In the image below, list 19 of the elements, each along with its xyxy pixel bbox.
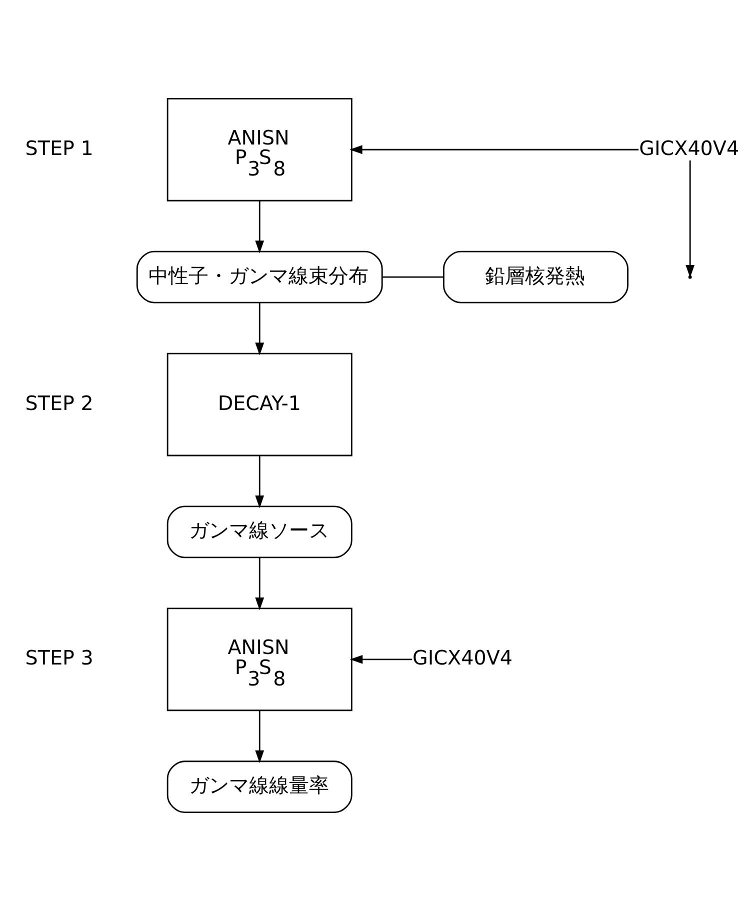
node-box: 鉛層核発熱 bbox=[443, 250, 628, 303]
node-text: GICX40V4 bbox=[412, 646, 513, 670]
arrow bbox=[255, 200, 264, 253]
arrow bbox=[255, 710, 264, 763]
node-box: 中性子・ガンマ線束分布 bbox=[136, 250, 383, 303]
node-box: DECAY-1 bbox=[166, 352, 352, 456]
arrow bbox=[350, 144, 639, 154]
node-box: ガンマ線線量率 bbox=[166, 760, 352, 813]
arrow bbox=[350, 654, 412, 664]
node-box: ガンマ線ソース bbox=[166, 505, 352, 558]
node-label: STEP 1 bbox=[25, 136, 94, 160]
arrow bbox=[686, 160, 695, 278]
node-text: GICX40V4 bbox=[639, 136, 740, 160]
connector bbox=[382, 276, 444, 278]
arrow bbox=[255, 455, 264, 508]
arrow bbox=[255, 558, 264, 610]
arrow bbox=[255, 302, 264, 355]
node-label: STEP 3 bbox=[25, 646, 94, 670]
node-label: STEP 2 bbox=[25, 391, 94, 414]
